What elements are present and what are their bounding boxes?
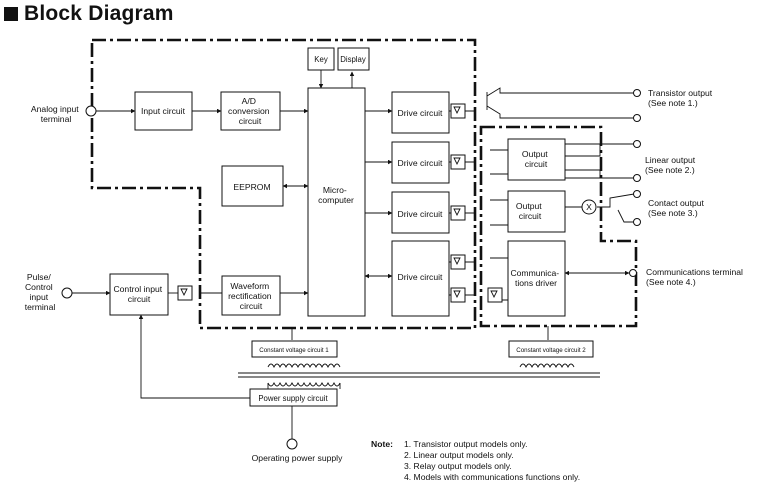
main-unit-boundary	[90, 38, 477, 330]
display-label: Display	[340, 55, 366, 64]
output-circuit-contact-box	[507, 190, 566, 233]
drive-circuit-4-label: Drive circuit	[398, 272, 443, 282]
control-input-circuit-label: Control input circuit	[113, 284, 164, 304]
constant-voltage-1-label: Constant voltage circuit 1	[259, 347, 329, 354]
ad-conversion-box	[220, 91, 281, 131]
constant-voltage-1-box	[251, 340, 338, 358]
transistor-terminal-2-icon	[633, 114, 641, 122]
communications-driver-label: Communica- tions driver	[510, 268, 561, 288]
contact-terminal-1-icon	[633, 190, 641, 198]
input-circuit-label: Input circuit	[141, 106, 186, 116]
relay-coil-icon	[581, 199, 597, 215]
linear-terminal-2-icon	[633, 174, 641, 182]
contact-terminal-2-icon	[633, 218, 641, 226]
output-circuit-contact-label: Output circuit	[516, 201, 544, 221]
eeprom-box	[221, 165, 284, 207]
drive-circuit-2-label: Drive circuit	[398, 158, 443, 168]
drive-circuit-4-box	[391, 240, 450, 317]
notes-list: 1. Transistor output models only. 2. Lin…	[404, 439, 580, 482]
operating-power-supply-label: Operating power supply	[252, 453, 343, 463]
communications-terminal-label: Communications terminal (See note 4.)	[646, 267, 745, 287]
diagram-title: Block Diagram	[4, 1, 174, 27]
microcomputer-box	[307, 87, 366, 317]
constant-voltage-2-box	[508, 340, 594, 358]
contact-output-label: Contact output (See note 3.)	[648, 198, 706, 218]
key-label: Key	[314, 55, 328, 64]
power-supply-terminal-icon	[286, 438, 298, 450]
drive-circuit-3-box	[391, 191, 450, 234]
linear-output-label: Linear output (See note 2.)	[645, 155, 698, 175]
waveform-rectification-box	[221, 275, 281, 316]
comms-terminal-icon	[629, 269, 637, 277]
drive-circuit-1-label: Drive circuit	[398, 108, 443, 118]
ad-conversion-label: A/D conversion circuit	[228, 96, 272, 126]
constant-voltage-2-label: Constant voltage circuit 2	[516, 347, 586, 354]
title-square-bullet	[4, 7, 18, 21]
relay-coil-label: X	[586, 202, 592, 212]
linear-terminal-1-icon	[633, 140, 641, 148]
output-circuit-linear-label: Output circuit	[522, 149, 550, 169]
analog-input-terminal-label: Analog input terminal	[31, 104, 81, 124]
drive-circuit-3-label: Drive circuit	[398, 209, 443, 219]
output-circuit-linear-box	[507, 138, 566, 181]
transistor-output-label: Transistor output (See note 1.)	[648, 88, 715, 108]
waveform-rectification-label: Waveform rectification circuit	[228, 281, 274, 311]
drive-circuit-2-box	[391, 141, 450, 184]
notes-label: Note:	[371, 439, 393, 449]
drive-circuit-1-box	[391, 91, 450, 134]
analog-input-terminal-icon	[85, 105, 97, 117]
option-unit-boundary	[479, 125, 638, 328]
pulse-input-terminal-icon	[61, 287, 73, 299]
power-supply-circuit-box	[249, 388, 338, 407]
power-supply-circuit-label: Power supply circuit	[258, 394, 328, 403]
input-circuit-box	[134, 91, 193, 131]
photocoupler-icons	[177, 103, 503, 303]
display-box	[337, 47, 370, 71]
control-input-circuit-box	[109, 273, 169, 316]
microcomputer-label: Micro- computer	[318, 185, 354, 205]
pulse-input-terminal-label: Pulse/ Control input terminal	[25, 272, 56, 312]
communications-driver-box	[507, 240, 566, 317]
transistor-terminal-1-icon	[633, 89, 641, 97]
key-box	[307, 47, 335, 71]
eeprom-label: EEPROM	[233, 182, 270, 192]
title-text: Block Diagram	[24, 2, 174, 25]
